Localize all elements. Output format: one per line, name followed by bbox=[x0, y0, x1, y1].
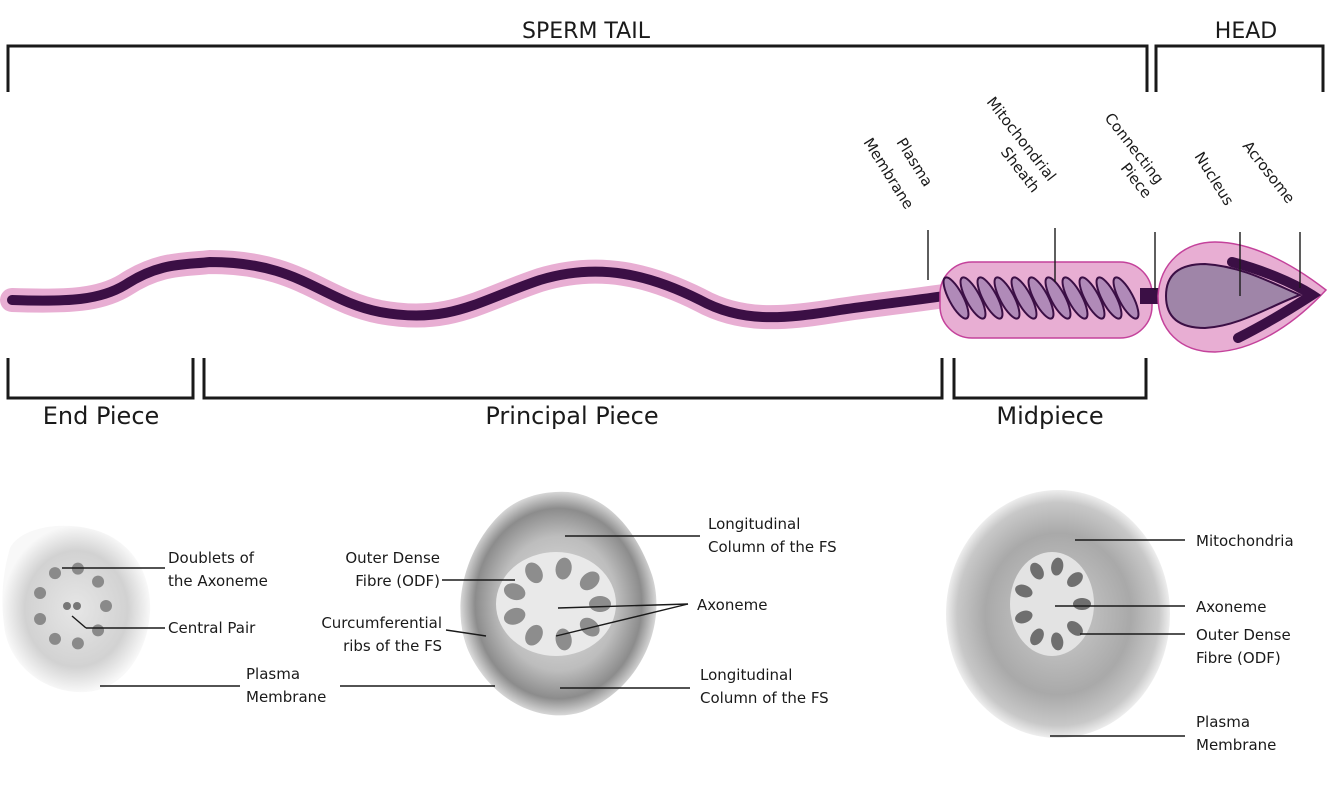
odf-fibre bbox=[579, 571, 600, 591]
end-piece-bracket: End Piece bbox=[6, 358, 195, 430]
central-pair-dot bbox=[73, 602, 81, 610]
odf-fibre bbox=[1067, 621, 1083, 636]
odf-fibre bbox=[1051, 557, 1064, 576]
long-col-bottom-line2: Column of the FS bbox=[700, 689, 829, 707]
axoneme-label: Axoneme bbox=[697, 596, 767, 614]
long-col-bottom-line1: Longitudinal bbox=[700, 666, 792, 684]
mitochondrion-coil bbox=[1078, 276, 1106, 320]
cross-section-end-piece: Doublets of the Axoneme Central Pair Pla… bbox=[2, 525, 326, 706]
doublets-label-line1: Doublets of bbox=[168, 549, 255, 567]
doublet bbox=[34, 587, 47, 600]
mitochondrial-coils bbox=[942, 276, 1140, 320]
label-plasma-membrane: Plasma Membrane bbox=[860, 135, 937, 280]
end-piece-title: End Piece bbox=[43, 402, 160, 430]
odf-fibre bbox=[1015, 584, 1033, 598]
sperm-tail-title: SPERM TAIL bbox=[522, 19, 651, 44]
mitochondrion-coil bbox=[942, 276, 970, 320]
doublet bbox=[71, 637, 84, 650]
principal-piece-bracket: Principal Piece bbox=[202, 358, 944, 430]
odf-fibre bbox=[1073, 598, 1091, 610]
label-mitochondrial-sheath: Mitochondrial Sheath bbox=[983, 93, 1060, 282]
tail-axoneme bbox=[7, 256, 955, 323]
svg-text:Nucleus: Nucleus bbox=[1191, 149, 1238, 209]
midpiece-title: Midpiece bbox=[996, 402, 1103, 430]
mid-plasma-membrane-line1: Plasma bbox=[1196, 713, 1250, 731]
mitochondrion-coil bbox=[1044, 276, 1072, 320]
mitochondrion-coil bbox=[1010, 276, 1038, 320]
odf-fibre bbox=[555, 557, 572, 580]
sperm-tail-bracket: SPERM TAIL bbox=[6, 19, 1149, 92]
doublet bbox=[49, 632, 61, 645]
odf-label-line2: Fibre (ODF) bbox=[355, 572, 440, 590]
mid-axoneme-label: Axoneme bbox=[1196, 598, 1266, 616]
doublet bbox=[92, 624, 105, 637]
svg-text:Acrosome: Acrosome bbox=[1239, 137, 1299, 206]
mitochondrion-coil bbox=[1095, 276, 1123, 320]
odf-fibre bbox=[589, 596, 611, 612]
mitochondrion-coil bbox=[959, 276, 987, 320]
odf-fibre bbox=[1015, 610, 1033, 624]
circ-ribs-line2: ribs of the FS bbox=[343, 637, 442, 655]
principal-piece-odf bbox=[503, 557, 611, 651]
doublets-label-line2: the Axoneme bbox=[168, 572, 268, 590]
head-bracket: HEAD bbox=[1154, 19, 1325, 92]
head-title: HEAD bbox=[1215, 19, 1277, 44]
mid-odf-line1: Outer Dense bbox=[1196, 626, 1291, 644]
cross-section-principal-piece: Longitudinal Column of the FS Outer Dens… bbox=[321, 491, 837, 716]
odf-fibre bbox=[525, 562, 543, 584]
central-pair-dot bbox=[63, 602, 71, 610]
mid-odf-line2: Fibre (ODF) bbox=[1196, 649, 1281, 667]
principal-piece-title: Principal Piece bbox=[485, 402, 658, 430]
odf-label-line1: Outer Dense bbox=[345, 549, 440, 567]
circ-ribs-line1: Curcumferential bbox=[321, 614, 442, 632]
midpiece-bracket: Midpiece bbox=[952, 358, 1148, 430]
mitochondrion-coil bbox=[1027, 276, 1055, 320]
odf-fibre bbox=[1067, 572, 1083, 587]
mitochondrion-coil bbox=[1112, 276, 1140, 320]
cross-section-midpiece: Mitochondria Axoneme Outer Dense Fibre (… bbox=[946, 490, 1294, 754]
doublet bbox=[49, 567, 61, 580]
odf-fibre bbox=[1051, 632, 1064, 651]
mid-plasma-membrane-line2: Membrane bbox=[1196, 736, 1276, 754]
long-col-top-line2: Column of the FS bbox=[708, 538, 837, 556]
odf-fibre bbox=[1030, 628, 1044, 646]
central-pair-label: Central Pair bbox=[168, 619, 256, 637]
mitochondrion-coil bbox=[993, 276, 1021, 320]
mitochondria-label: Mitochondria bbox=[1196, 532, 1294, 550]
odf-fibre bbox=[525, 624, 543, 646]
acrosome-shape bbox=[1227, 257, 1322, 343]
end-plasma-membrane-line1: Plasma bbox=[246, 665, 300, 683]
midpiece-odf bbox=[1015, 557, 1091, 651]
mitochondrion-coil bbox=[976, 276, 1004, 320]
odf-fibre bbox=[503, 607, 526, 625]
odf-fibre bbox=[503, 583, 526, 601]
nucleus-shape bbox=[1164, 262, 1303, 330]
long-col-top-line1: Longitudinal bbox=[708, 515, 800, 533]
sperm-illustration bbox=[0, 241, 1328, 353]
doublet bbox=[34, 612, 47, 625]
odf-fibre bbox=[1030, 562, 1044, 580]
doublet bbox=[100, 600, 112, 612]
doublet bbox=[92, 575, 105, 588]
end-plasma-membrane-line2: Membrane bbox=[246, 688, 326, 706]
mitochondrion-coil bbox=[1061, 276, 1089, 320]
odf-fibre bbox=[555, 628, 572, 651]
